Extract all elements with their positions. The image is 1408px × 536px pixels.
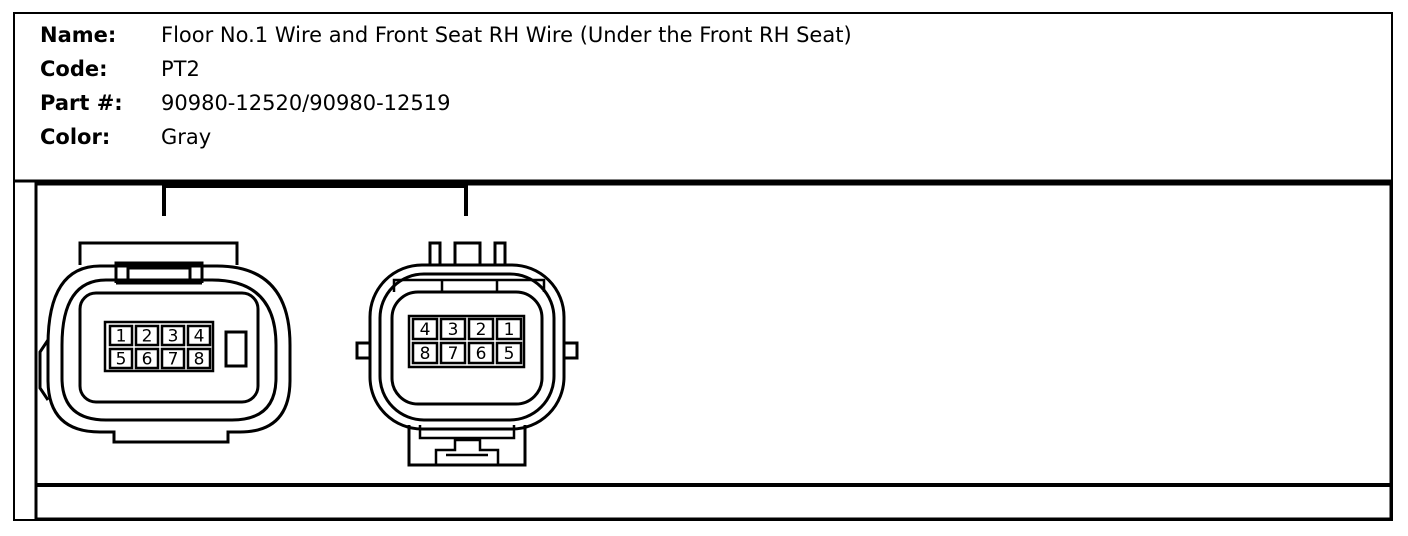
right-pin-cavity (439, 341, 467, 365)
right-top-rib-2 (453, 241, 482, 266)
diagram-box (34, 182, 1393, 521)
right-bottom-latch (434, 438, 500, 465)
color-value: Gray (161, 125, 212, 149)
left-side-nub (38, 339, 50, 401)
color-label: Color: (40, 125, 111, 149)
right-pin-cavity (467, 341, 495, 365)
right-pin-number: 1 (504, 320, 515, 340)
left-housing-outer (46, 264, 292, 444)
left-pin-number: 7 (168, 350, 179, 370)
right-top-rib-1 (428, 241, 442, 266)
name-label: Name: (40, 23, 117, 47)
left-pin-cavity (108, 347, 134, 370)
left-pin-cavity (160, 324, 186, 347)
right-housing-outer (368, 263, 566, 431)
right-pin-cavity (411, 317, 439, 341)
left-pin-cavity (186, 324, 212, 347)
left-latch-outer (114, 261, 204, 283)
left-key-tab (224, 330, 248, 368)
mating-bracket (162, 184, 468, 216)
right-housing-face (390, 290, 544, 406)
right-bottom-skirt (407, 425, 527, 467)
left-pin-number: 3 (168, 327, 179, 347)
right-pin-number: 3 (448, 320, 459, 340)
left-pin-number: 5 (116, 350, 127, 370)
left-pin-number: 6 (142, 350, 153, 370)
left-pin-block (103, 320, 215, 373)
part-number-value: 90980-12520/90980-12519 (161, 91, 451, 115)
right-bottom-rail (418, 425, 516, 440)
right-pin-cavity (411, 341, 439, 365)
left-pin-number: 4 (194, 327, 205, 347)
right-pin-cavity (495, 341, 523, 365)
right-housing-inner (378, 272, 556, 422)
left-top-latch-frame (78, 241, 239, 265)
left-pin-number: 8 (194, 350, 205, 370)
left-pin-cavity (160, 347, 186, 370)
right-pin-number: 8 (420, 344, 431, 364)
right-pin-block (407, 314, 526, 369)
right-right-nub (564, 341, 579, 360)
right-pin-cavity (467, 317, 495, 341)
right-top-rib-3 (493, 241, 507, 266)
left-pin-cavity (134, 347, 160, 370)
left-housing-face (78, 291, 260, 404)
right-pin-number: 5 (504, 344, 515, 364)
name-value: Floor No.1 Wire and Front Seat RH Wire (… (161, 23, 852, 47)
left-pin-cavity (134, 324, 160, 347)
left-pin-cavity (108, 324, 134, 347)
right-top-lip (392, 278, 546, 292)
right-pin-number: 2 (476, 320, 487, 340)
left-pin-number: 2 (142, 327, 153, 347)
part-number-label: Part #: (40, 91, 123, 115)
right-pin-number: 6 (476, 344, 487, 364)
right-left-nub (355, 341, 370, 360)
code-value: PT2 (161, 57, 200, 81)
right-pin-cavity (439, 317, 467, 341)
left-housing-mid (60, 278, 278, 422)
right-pin-number: 7 (448, 344, 459, 364)
code-label: Code: (40, 57, 108, 81)
left-pin-number: 1 (116, 327, 127, 347)
left-latch-inner (126, 266, 192, 283)
right-pin-number: 4 (420, 320, 431, 340)
right-pin-cavity (495, 317, 523, 341)
left-pin-cavity (186, 347, 212, 370)
